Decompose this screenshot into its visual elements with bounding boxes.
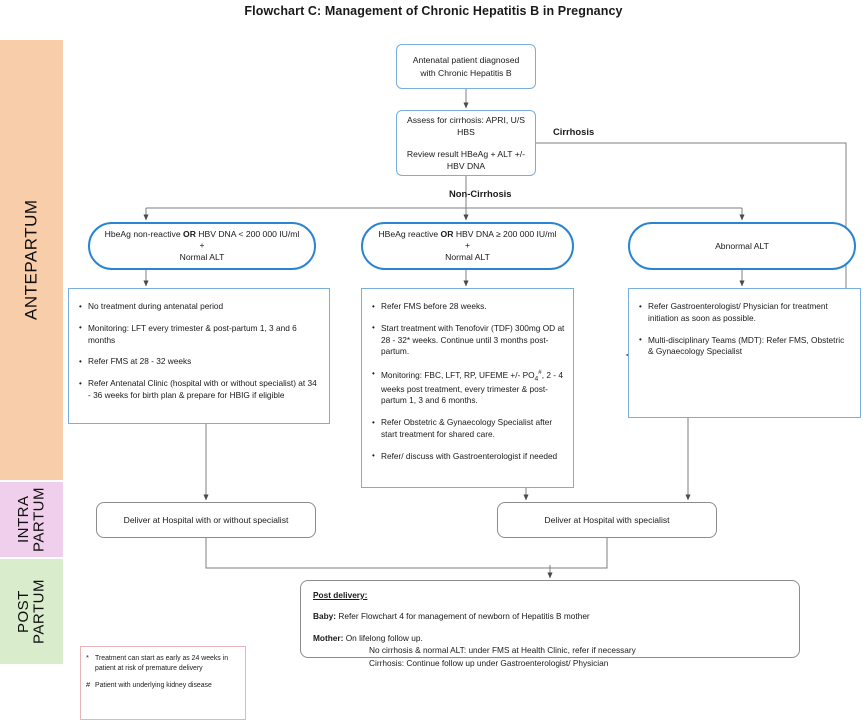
assess-line-2: Review result HBeAg + ALT +/- HBV DNA — [406, 148, 526, 171]
list-item: Refer FMS at 28 - 32 weeks — [79, 356, 321, 368]
node-assess-cirrhosis[interactable]: Assess for cirrhosis: APRI, U/S HBS Revi… — [396, 110, 536, 176]
footnote-text: Treatment can start as early as 24 weeks… — [95, 655, 229, 672]
mother-text: On lifelong follow up. — [343, 632, 423, 643]
pill-left-part-b: HBV DNA < 200 000 IU/ml — [195, 228, 300, 239]
monitoring-pre: Monitoring: FBC, LFT, RP, UFEME +/- PO — [381, 369, 535, 380]
footnote-item: * Treatment can start as early as 24 week… — [86, 653, 239, 674]
pill-mid-part-a: HBeAg reactive — [378, 228, 441, 239]
node-hbeag-reactive[interactable]: HBeAg reactive OR HBV DNA ≥ 200 000 IU/m… — [361, 222, 574, 270]
pill-mid-normal-alt: Normal ALT — [445, 251, 490, 262]
pill-left-or: OR — [183, 228, 196, 239]
node-abnormal-alt[interactable]: Abnormal ALT — [628, 222, 856, 270]
list-item: Refer FMS before 28 weeks. — [372, 301, 565, 313]
post-delivery-baby: Baby: Refer Flowchart 4 for management o… — [313, 610, 799, 622]
mother-line-2: No cirrhosis & normal ALT: under FMS at … — [369, 645, 636, 656]
baby-text: Refer Flowchart 4 for management of newb… — [336, 611, 590, 622]
pill-right-label: Abnormal ALT — [715, 240, 769, 251]
monitoring-post: , 2 - 4 weeks post treatment, every trim… — [381, 369, 563, 406]
pill-left-plus: + — [199, 240, 205, 251]
baby-label: Baby: — [313, 611, 337, 622]
pill-mid-or: OR — [440, 228, 454, 239]
list-item: Multi-disciplinary Teams (MDT): Refer FM… — [639, 334, 852, 359]
node-deliver-with-specialist[interactable]: Deliver at Hospital with specialist — [497, 502, 717, 538]
pill-left-part-a: HbeAg non-reactive — [104, 228, 184, 239]
node-post-delivery[interactable]: Post delivery: Baby: Refer Flowchart 4 f… — [300, 580, 800, 668]
list-item: No treatment during antenatal period — [79, 301, 321, 313]
list-item: Refer Gastroenterologist/ Physician for … — [639, 301, 852, 325]
page-title: Flowchart C: Management of Chronic Hepat… — [244, 4, 623, 18]
mother-line-3: Cirrhosis: Continue follow up under Gast… — [369, 657, 609, 668]
branch-label-cirrhosis: Cirrhosis — [553, 126, 595, 137]
mid-box-list: Refer FMS before 28 weeks. Start treatme… — [372, 301, 565, 463]
list-item: Start treatment with Tenofovir (TDF) 300… — [372, 322, 565, 358]
footnote-box: * Treatment can start as early as 24 week… — [80, 646, 246, 720]
node-management-non-reactive[interactable]: No treatment during antenatal period Mon… — [68, 288, 330, 424]
footnote-item: # Patient with underlying kidney disease — [86, 680, 239, 691]
node-antenatal-label: Antenatal patient diagnosed with Chronic… — [412, 55, 520, 78]
list-item: Refer Obstetric & Gynaecology Specialist… — [372, 417, 565, 441]
left-box-list: No treatment during antenatal period Mon… — [79, 301, 321, 402]
pill-mid-part-b: HBV DNA ≥ 200 000 IU/ml — [453, 228, 557, 239]
post-delivery-heading: Post delivery: — [313, 590, 368, 600]
list-item: Monitoring: LFT every trimester & post-p… — [79, 322, 321, 347]
list-item: Refer/ discuss with Gastroenterologist i… — [372, 450, 565, 463]
pill-mid-plus: + — [464, 240, 470, 251]
deliver-right-label: Deliver at Hospital with specialist — [544, 514, 670, 525]
assess-line-1: Assess for cirrhosis: APRI, U/S HBS — [407, 114, 525, 138]
node-deliver-with-or-without-specialist[interactable]: Deliver at Hospital with or without spec… — [96, 502, 316, 538]
node-management-reactive[interactable]: Refer FMS before 28 weeks. Start treatme… — [361, 288, 574, 488]
mother-label: Mother: — [313, 632, 344, 643]
deliver-left-label: Deliver at Hospital with or without spec… — [123, 514, 289, 525]
footnote-marker: * — [86, 653, 89, 662]
list-item: Refer Antenatal Clinic (hospital with or… — [79, 378, 321, 402]
pill-left-normal-alt: Normal ALT — [179, 251, 225, 262]
right-box-list: Refer Gastroenterologist/ Physician for … — [639, 301, 852, 358]
list-item-monitoring: Monitoring: FBC, LFT, RP, UFEME +/- PO4#… — [372, 368, 565, 407]
post-delivery-mother: Mother: On lifelong follow up. No cirrho… — [313, 632, 799, 669]
node-management-abnormal-alt[interactable]: Refer Gastroenterologist/ Physician for … — [628, 288, 861, 418]
monitoring-sub: 4 — [534, 375, 539, 383]
footnote-marker: # — [86, 680, 91, 689]
branch-label-non-cirrhosis: Non-Cirrhosis — [449, 188, 512, 199]
node-hbeag-non-reactive[interactable]: HbeAg non-reactive OR HBV DNA < 200 000 … — [88, 222, 316, 270]
footnote-text: Patient with underlying kidney disease — [95, 682, 212, 689]
monitoring-sup: # — [538, 369, 542, 377]
node-antenatal-patient[interactable]: Antenatal patient diagnosed with Chronic… — [396, 44, 536, 89]
